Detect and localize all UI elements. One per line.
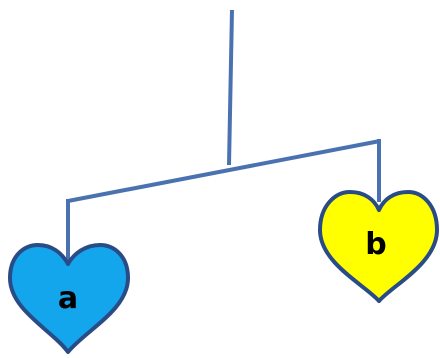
mobile-rods — [66, 9, 381, 264]
heart-b-label: b — [365, 227, 386, 262]
heart-b-shape — [318, 190, 439, 303]
heart-a: a — [8, 243, 130, 354]
crossbar — [67, 139, 381, 203]
heart-b: b — [318, 190, 439, 303]
heart-a-label: a — [58, 281, 78, 316]
heart-a-shape — [8, 243, 130, 354]
top-string — [227, 9, 234, 166]
